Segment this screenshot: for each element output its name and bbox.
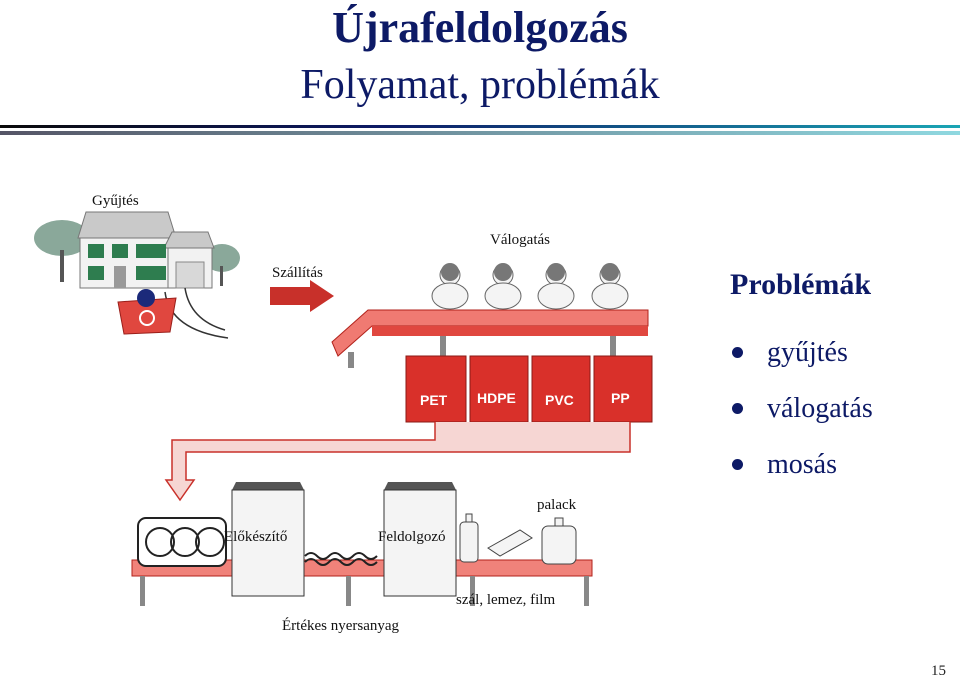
bullet-icon <box>732 459 743 470</box>
page-title: Újrafeldolgozás <box>332 3 628 52</box>
preprocessor-machine <box>231 482 305 597</box>
list-item: válogatás <box>730 381 873 437</box>
list-item-text: gyűjtés <box>767 337 848 368</box>
list-item: mosás <box>730 437 873 493</box>
raw-material-label: Értékes nyersanyag <box>282 617 400 634</box>
problems-heading: Problémák <box>730 268 872 301</box>
shredder-icon <box>137 517 227 567</box>
bin-label-pvc: PVC <box>545 392 574 408</box>
list-item: gyűjtés <box>730 325 873 381</box>
transport-label: Szállítás <box>272 265 323 281</box>
sorting-bins <box>405 355 653 423</box>
collection-label: Gyűjtés <box>92 193 139 209</box>
house-icon <box>34 211 240 289</box>
sorting-conveyor <box>331 309 649 368</box>
flakes-icon <box>304 552 378 566</box>
bin-label-pp: PP <box>611 390 630 406</box>
processor-label: Feldolgozó <box>378 529 446 545</box>
return-arrow-icon <box>164 422 631 502</box>
sorting-workers-icon <box>431 263 629 310</box>
bottle-icon <box>459 513 577 565</box>
problems-list: gyűjtés válogatás mosás <box>730 325 873 493</box>
transport-arrow-icon <box>270 280 334 312</box>
bin-label-pet: PET <box>420 392 448 408</box>
bullet-icon <box>732 403 743 414</box>
divider-rule <box>0 125 960 128</box>
page-subtitle: Folyamat, problémák <box>300 62 660 108</box>
list-item-text: mosás <box>767 449 837 480</box>
bottle-label: palack <box>537 497 577 513</box>
list-item-text: válogatás <box>767 393 873 424</box>
page-number: 15 <box>931 663 946 679</box>
sorting-label: Válogatás <box>490 232 550 248</box>
processor-machine <box>383 482 457 597</box>
preprocessor-label: Előkészítő <box>224 529 287 545</box>
divider-rule-light <box>0 131 960 135</box>
bullet-icon <box>732 347 743 358</box>
recycling-basket-icon <box>117 289 177 335</box>
bin-label-hdpe: HDPE <box>477 390 516 406</box>
products-label: szál, lemez, film <box>456 592 555 608</box>
